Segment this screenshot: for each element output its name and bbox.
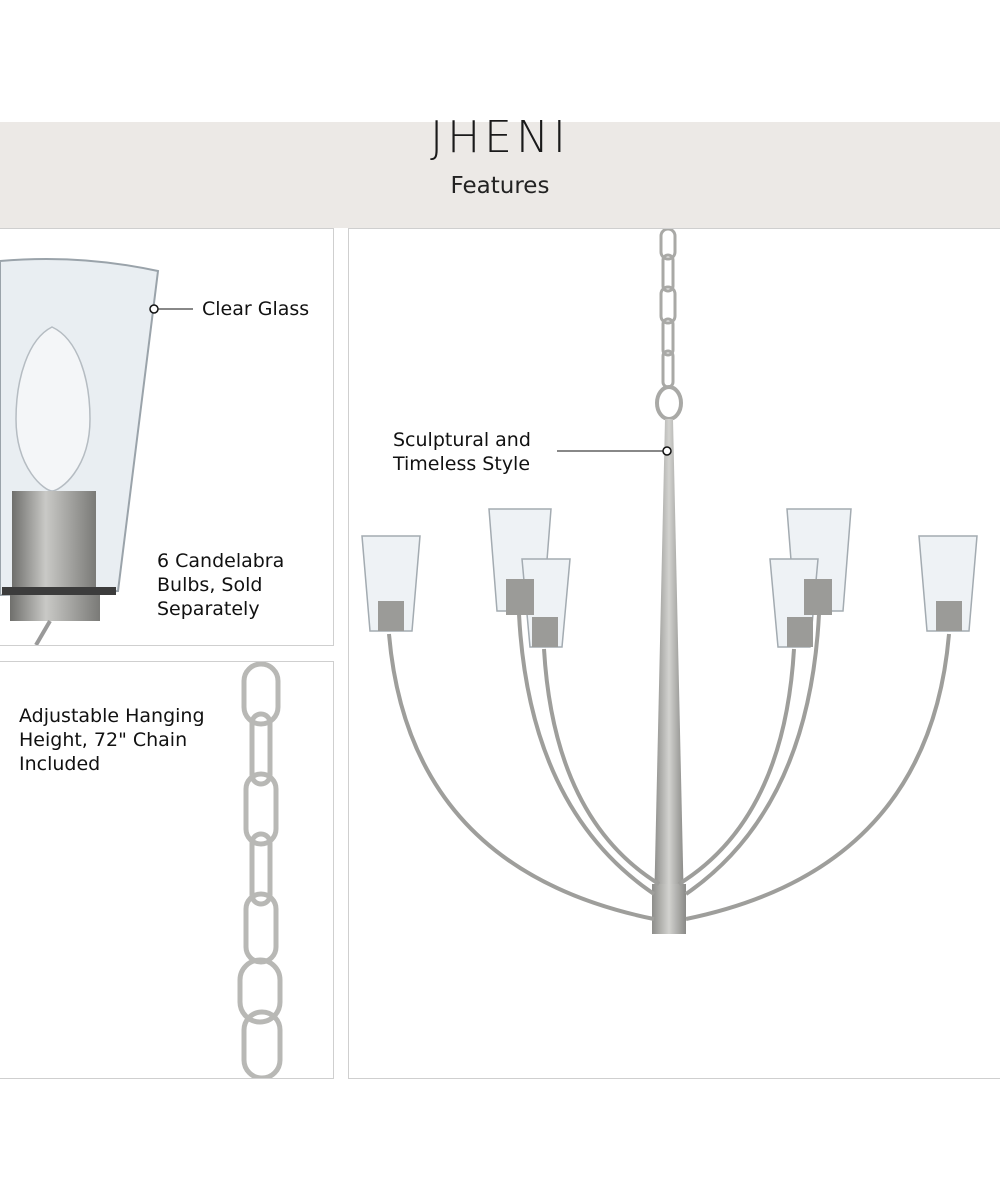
label-bulbs-3: Separately bbox=[157, 598, 260, 620]
glass-shade-illustration bbox=[0, 257, 193, 645]
chain-detail-panel: Adjustable Hanging Height, 72" Chain Inc… bbox=[0, 661, 334, 1079]
label-style-2: Timeless Style bbox=[393, 453, 531, 475]
label-hanging-1: Adjustable Hanging bbox=[19, 705, 205, 727]
label-hanging-3: Included bbox=[19, 753, 101, 775]
label-bulbs-1: 6 Candelabra bbox=[157, 550, 285, 572]
label-style-1: Sculptural and bbox=[393, 429, 531, 451]
chain-illustration bbox=[237, 662, 283, 1078]
chandelier-illustration bbox=[361, 229, 978, 934]
brand-title: JHENI bbox=[430, 112, 570, 162]
glass-detail-panel: Clear Glass 6 Candelabra Bulbs, Sold Sep… bbox=[0, 228, 334, 646]
header-band bbox=[0, 122, 1000, 228]
chandelier-panel: Sculptural and Timeless Style bbox=[348, 228, 1000, 1079]
label-clear-glass: Clear Glass bbox=[202, 298, 310, 320]
page-subtitle: Features bbox=[450, 173, 550, 199]
label-bulbs-2: Bulbs, Sold bbox=[157, 574, 263, 596]
label-hanging-2: Height, 72" Chain bbox=[19, 729, 188, 751]
